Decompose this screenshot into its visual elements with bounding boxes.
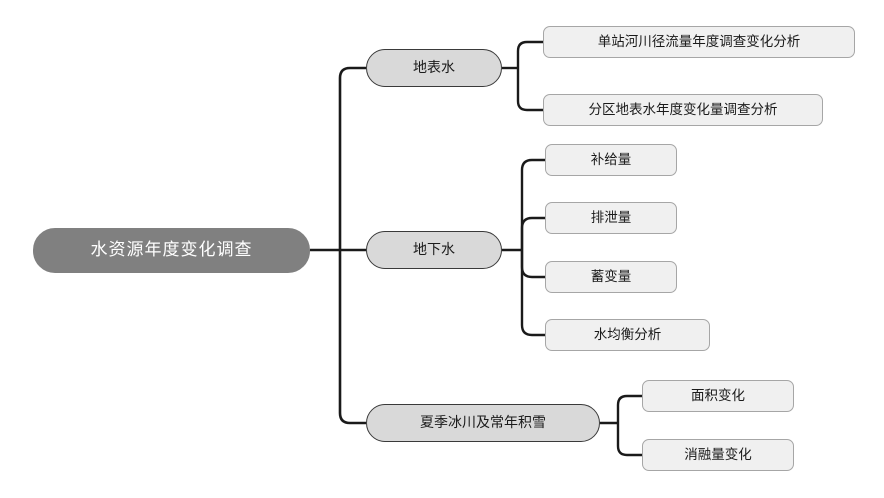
- leaf-node-storage-change-label: 蓄变量: [590, 268, 632, 284]
- leaf-node-single-station-runoff[interactable]: 单站河川径流量年度调查变化分析: [543, 26, 855, 58]
- branch-node-surface-water-label: 地表水: [413, 59, 455, 76]
- leaf-node-zoned-surface-water-label: 分区地表水年度变化量调查分析: [588, 101, 778, 117]
- connector-main-bottom: [338, 250, 366, 425]
- leaf-node-ablation-change[interactable]: 消融量变化: [642, 439, 794, 471]
- leaf-node-storage-change[interactable]: 蓄变量: [545, 261, 677, 293]
- leaf-node-zoned-surface-water[interactable]: 分区地表水年度变化量调查分析: [543, 94, 823, 126]
- connector-surface-child-1: [516, 40, 543, 68]
- leaf-node-recharge-label: 补给量: [590, 151, 632, 167]
- connector-surface-child-2: [516, 68, 543, 112]
- root-node-label: 水资源年度变化调查: [90, 240, 253, 260]
- root-node[interactable]: 水资源年度变化调查: [33, 228, 310, 273]
- branch-node-groundwater-label: 地下水: [413, 241, 455, 258]
- leaf-node-recharge[interactable]: 补给量: [545, 144, 677, 176]
- leaf-node-single-station-runoff-label: 单站河川径流量年度调查变化分析: [597, 33, 801, 49]
- connector-ground-child-4: [520, 250, 545, 337]
- leaf-node-area-change[interactable]: 面积变化: [642, 380, 794, 412]
- leaf-node-ablation-change-label: 消融量变化: [684, 446, 752, 462]
- connector-glacier-child-2: [616, 423, 642, 457]
- leaf-node-discharge-label: 排泄量: [590, 209, 632, 225]
- branch-node-glacier-snow-label: 夏季冰川及常年积雪: [420, 414, 546, 431]
- branch-node-glacier-snow[interactable]: 夏季冰川及常年积雪: [366, 404, 600, 442]
- branch-node-surface-water[interactable]: 地表水: [366, 49, 502, 87]
- leaf-node-discharge[interactable]: 排泄量: [545, 202, 677, 234]
- leaf-node-water-balance-analysis[interactable]: 水均衡分析: [545, 319, 710, 351]
- connector-glacier-child-1: [616, 394, 642, 423]
- connector-ground-child-3: [520, 250, 545, 279]
- branch-node-groundwater[interactable]: 地下水: [366, 231, 502, 269]
- leaf-node-area-change-label: 面积变化: [691, 387, 745, 403]
- connector-ground-child-1: [520, 158, 545, 250]
- leaf-node-water-balance-analysis-label: 水均衡分析: [593, 326, 662, 342]
- connector-ground-child-2: [520, 216, 545, 250]
- connector-main-spine: [338, 66, 366, 250]
